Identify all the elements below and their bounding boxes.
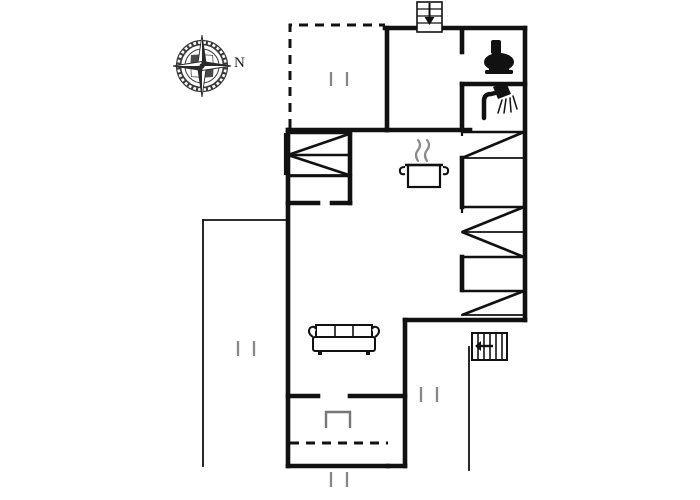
sofa-icon [308,324,380,355]
main-walls [285,25,528,469]
fireplace-icon [471,332,508,361]
toilet-icon [484,40,514,74]
thin-walls [202,157,525,471]
window-icon [416,1,443,33]
shower-icon [481,82,518,121]
bottom-fixture [324,410,352,428]
cooking-pot-icon [398,138,450,189]
terrace-dashed-outline [288,23,388,445]
compass-rose [172,34,232,98]
door-swings [287,130,525,317]
compass-north-label: N [234,55,246,71]
room-tick-marks [236,72,439,487]
